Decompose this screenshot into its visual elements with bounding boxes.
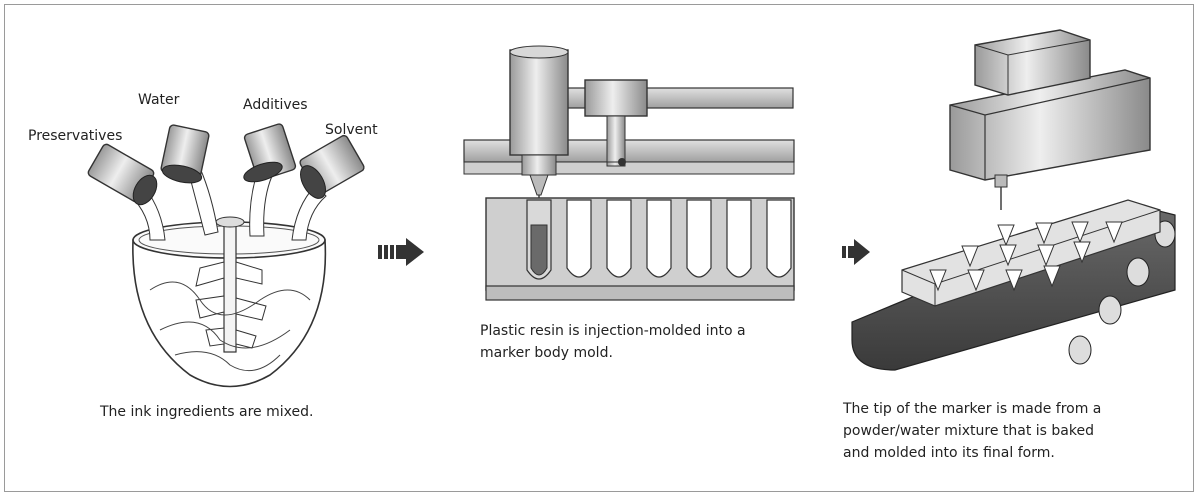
preservatives-can-icon [87, 143, 158, 206]
step2-caption-line: Plastic resin is injection-molded into a [480, 323, 746, 339]
mixing-bowl-illustration [87, 123, 365, 388]
step3-caption-line: The tip of the marker is made from a [843, 401, 1102, 417]
step2-caption-line: marker body mold. [480, 345, 613, 361]
solvent-can-icon [299, 134, 365, 199]
step3-caption-line: and molded into its final form. [843, 445, 1055, 461]
water-can-icon [160, 124, 210, 184]
additives-label: Additives [243, 97, 308, 113]
step3-caption: The tip of the marker is made from a pow… [843, 398, 1101, 464]
arrow-right-icon [842, 239, 870, 265]
injection-molding-illustration [463, 45, 795, 301]
preservatives-label: Preservatives [28, 128, 123, 144]
solvent-label: Solvent [325, 122, 378, 138]
step1-caption: The ink ingredients are mixed. [100, 404, 314, 420]
additives-can-icon [243, 123, 297, 183]
tip-molding-illustration [851, 29, 1176, 371]
arrow-right-icon [378, 238, 424, 266]
water-label: Water [138, 92, 180, 108]
step2-caption: Plastic resin is injection-molded into a… [480, 320, 746, 364]
step3-caption-line: powder/water mixture that is baked [843, 423, 1094, 439]
